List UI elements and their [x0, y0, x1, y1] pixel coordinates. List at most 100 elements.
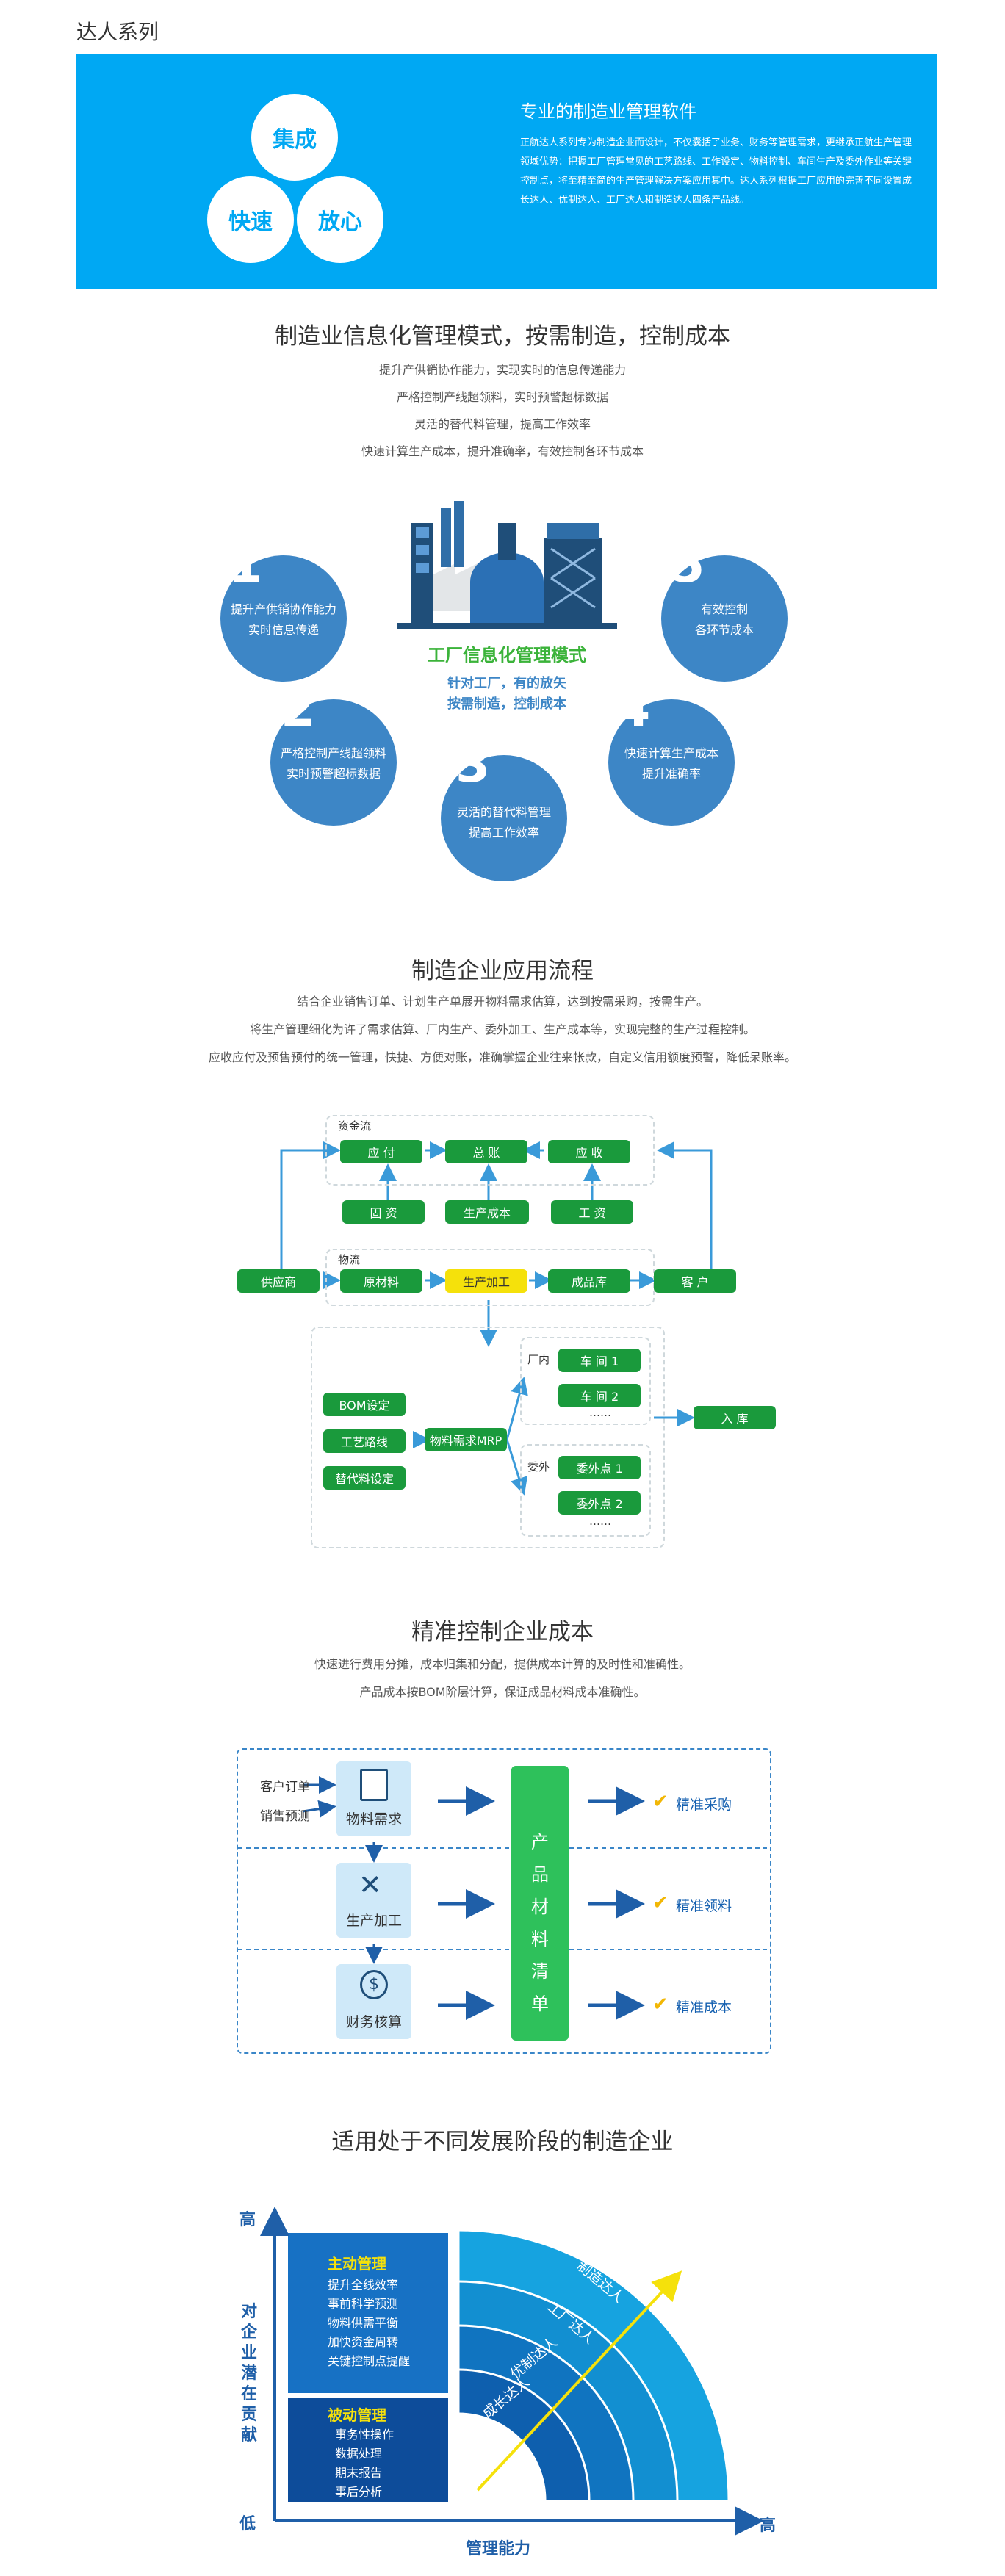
customer-label: 客 户: [681, 1275, 709, 1289]
section1-line: 灵活的替代料管理，提高工作效率: [414, 417, 591, 431]
substitute-node: 替代料设定: [323, 1466, 406, 1490]
check-icon: ✔: [652, 1791, 669, 1813]
y-axis-low: 低: [239, 2515, 256, 2533]
inhouse-more: ……: [589, 1406, 611, 1419]
route-label: 工艺路线: [340, 1435, 388, 1449]
hero-circle-secure: 放心: [297, 176, 383, 263]
active-item: 事前科学预测: [328, 2297, 399, 2311]
finished-goods-node: 成品库: [548, 1269, 630, 1293]
active-item: 提升全线效率: [328, 2278, 399, 2292]
center-title: 工厂信息化管理模式: [428, 645, 586, 665]
section3-line: 快速进行费用分摊，成本归集和分配，提供成本计算的及时性和准确性。: [314, 1657, 691, 1671]
ledger-label: 总 账: [472, 1146, 500, 1160]
feature-circle-1: 1 提升产供销协作能力 实时信息传递: [220, 541, 347, 682]
output-label: 精准领料: [676, 1898, 732, 1914]
mrp-label: 物料需求MRP: [429, 1434, 502, 1448]
feature-text: 提高工作效率: [468, 826, 539, 840]
bom-node: BOM设定: [323, 1393, 406, 1416]
feature-number: 1: [228, 536, 263, 594]
feature-number: 2: [281, 680, 316, 738]
x-axis-high: 高: [760, 2517, 777, 2535]
logistics-label: 物流: [338, 1253, 361, 1266]
feature-text: 各环节成本: [694, 623, 754, 637]
section2-line: 结合企业销售订单、计划生产单展开物料需求估算，达到按需采购，按需生产。: [296, 995, 708, 1009]
active-item: 加快资金周转: [328, 2335, 399, 2349]
passive-title: 被动管理: [328, 2406, 386, 2424]
feature-text: 有效控制: [700, 602, 748, 616]
active-item: 关键控制点提醒: [328, 2354, 411, 2368]
feature-text: 灵活的替代料管理: [456, 805, 551, 819]
fund-flow-label: 资金流: [338, 1119, 372, 1133]
active-title: 主动管理: [328, 2255, 386, 2273]
workshop-1-label: 车 间 1: [580, 1354, 619, 1368]
outsource-box: [520, 1444, 651, 1537]
receivable-node: 应 收: [548, 1140, 630, 1163]
step-label: 财务核算: [345, 2014, 402, 2030]
step-production: [336, 1863, 411, 1938]
feature-text: 严格控制产线超领料: [280, 746, 386, 760]
production-node: 生产加工: [445, 1269, 527, 1293]
customer-node: 客 户: [654, 1269, 736, 1293]
center-sub: 按需制造，控制成本: [447, 696, 566, 712]
hero-circle-integrated: 集成: [251, 94, 338, 181]
production-cost-label: 生产成本: [463, 1206, 511, 1220]
section4-heading: 适用处于不同发展阶段的制造企业: [331, 2129, 674, 2155]
center-sub: 针对工厂，有的放矢: [447, 676, 566, 691]
y-axis-high: 高: [239, 2211, 256, 2229]
payable-label: 应 付: [367, 1146, 395, 1160]
feature-number: 4: [616, 680, 651, 738]
section1-line: 快速计算生产成本，提升准确率，有效控制各环节成本: [361, 444, 644, 458]
hero-banner: 集成 快速 放心: [76, 54, 937, 289]
feature-circle-4: 4 快速计算生产成本 提升准确率: [608, 685, 735, 826]
step-label: 生产加工: [345, 1913, 402, 1929]
storage-node: 入 库: [694, 1406, 776, 1429]
substitute-label: 替代料设定: [334, 1472, 394, 1486]
x-axis-label: 管理能力: [466, 2540, 531, 2558]
money-bag-icon: $: [360, 1970, 388, 1999]
fixed-asset-node: 固 资: [342, 1200, 425, 1224]
passive-item: 期末报告: [335, 2466, 383, 2480]
cost-diagram-frame: [237, 1748, 771, 2054]
wage-node: 工 资: [551, 1200, 633, 1224]
section1-line: 严格控制产线超领料，实时预警超标数据: [396, 390, 608, 404]
fixed-asset-label: 固 资: [370, 1206, 397, 1220]
fund-flow-box: [325, 1115, 655, 1186]
output-label: 精准成本: [676, 1999, 732, 2016]
receivable-label: 应 收: [575, 1146, 603, 1160]
step-label: 物料需求: [345, 1811, 402, 1828]
feature-text: 快速计算生产成本: [624, 746, 718, 760]
factory-illustration: [397, 501, 617, 629]
passive-item: 数据处理: [335, 2447, 383, 2461]
feature-circle-5: 5 有效控制 各环节成本: [661, 541, 788, 682]
workshop-1-node: 车 间 1: [558, 1349, 641, 1372]
check-icon: ✔: [652, 1994, 669, 2016]
input-sales-forecast: 销售预测: [260, 1809, 310, 1824]
hero-circle-label: 快速: [228, 209, 273, 235]
production-box: [311, 1327, 665, 1548]
section3-line: 产品成本按BOM阶层计算，保证成品材料成本准确性。: [359, 1685, 646, 1699]
feature-circle-3: 3 灵活的替代料管理 提高工作效率: [441, 740, 567, 881]
feature-text: 提升准确率: [641, 767, 701, 781]
outsource-2-node: 委外点 2: [558, 1491, 641, 1515]
section3-heading: 精准控制企业成本: [411, 1619, 594, 1645]
passive-item: 事务性操作: [335, 2428, 395, 2442]
workshop-2-label: 车 间 2: [580, 1390, 619, 1404]
finished-goods-label: 成品库: [571, 1275, 607, 1289]
outsource-2-label: 委外点 2: [576, 1497, 623, 1511]
bom-panel: [511, 1766, 569, 2041]
raw-material-node: 原材料: [340, 1269, 422, 1293]
page-title: 达人系列: [76, 20, 159, 44]
hero-circle-fast: 快速: [207, 176, 294, 263]
tools-icon: ✕: [359, 1869, 382, 1901]
feature-text: 实时信息传递: [248, 623, 319, 637]
mrp-node: 物料需求MRP: [425, 1428, 507, 1451]
section1-heading: 制造业信息化管理模式，按需制造，控制成本: [275, 323, 730, 350]
inhouse-box: [520, 1337, 651, 1425]
section1-line: 提升产供销协作能力，实现实时的信息传递能力: [378, 363, 626, 377]
hero-heading: 专业的制造业管理软件: [520, 101, 696, 122]
feature-number: 3: [455, 736, 491, 794]
outsource-label: 委外: [527, 1460, 550, 1473]
raw-material-label: 原材料: [363, 1275, 399, 1289]
bom-panel-label: 产品材料清单: [531, 1832, 549, 2014]
